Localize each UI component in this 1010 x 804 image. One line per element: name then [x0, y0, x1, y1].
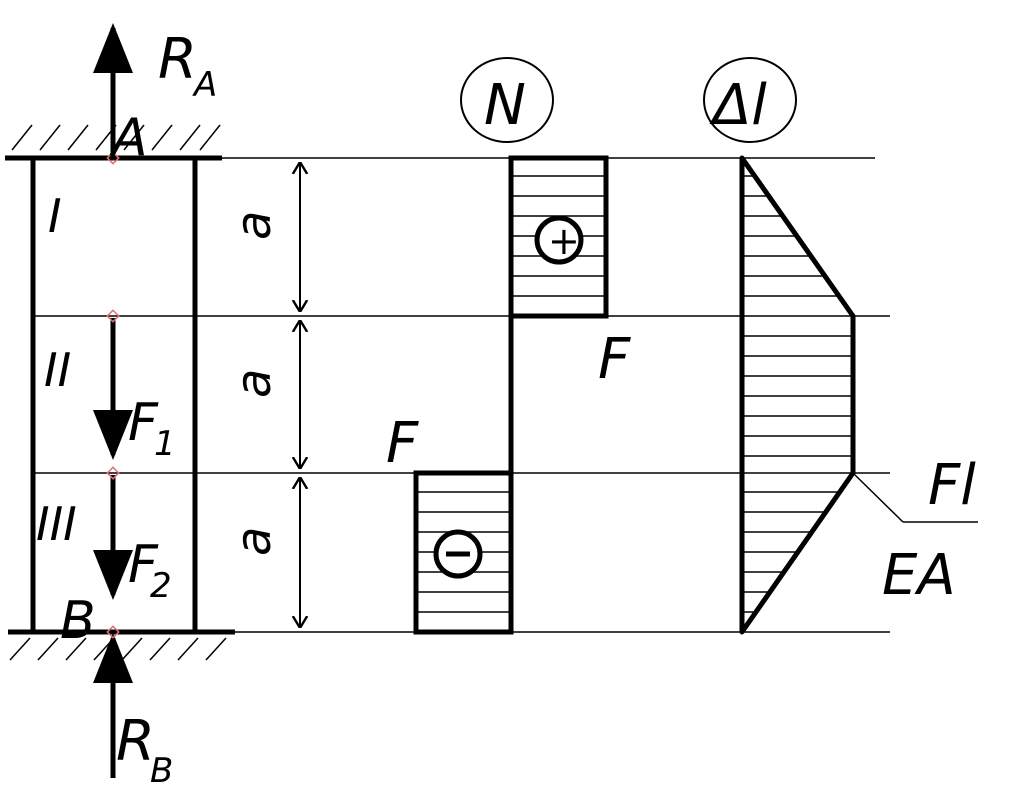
N-upper-value: F [598, 327, 631, 392]
N-title-circle [460, 57, 554, 143]
segment-label-III: III [36, 497, 77, 551]
segment-label-II: II [44, 343, 71, 397]
bar [30, 158, 198, 632]
dl-diagram: Δl [703, 57, 978, 635]
dl-title: Δl [709, 73, 767, 138]
dim-label-3: a [226, 527, 282, 556]
N-title: N [484, 73, 526, 138]
N-diagram: N + F F [386, 57, 631, 635]
dim-label-2: a [226, 369, 282, 398]
label-A: A [109, 108, 148, 168]
label-F2: F [128, 535, 159, 595]
N-lower-value: F [386, 411, 419, 476]
N-negative-block [413, 470, 514, 635]
segment-label-I: I [48, 189, 62, 243]
N-plus-circle [534, 215, 584, 265]
dl-value-denominator: EA [882, 543, 956, 608]
label-F1: F [128, 393, 159, 453]
label-RB: R [116, 709, 155, 774]
dl-leader-line [852, 472, 904, 523]
dl-value-numerator: Fl [928, 453, 976, 518]
label-RB-sub: B [150, 751, 173, 791]
N-plus-sign: + [548, 219, 580, 263]
bottom-support [8, 629, 235, 661]
dl-outline [739, 155, 856, 635]
label-F1-sub: 1 [154, 424, 176, 464]
label-RA-sub: A [192, 65, 217, 105]
dl-title-circle [703, 57, 797, 143]
application-points [106, 151, 120, 639]
label-B: B [60, 591, 96, 651]
label-F2-sub: 2 [150, 566, 172, 606]
N-positive-block [508, 155, 609, 319]
dim-label-1: a [226, 211, 282, 240]
label-RA: R [158, 27, 197, 92]
